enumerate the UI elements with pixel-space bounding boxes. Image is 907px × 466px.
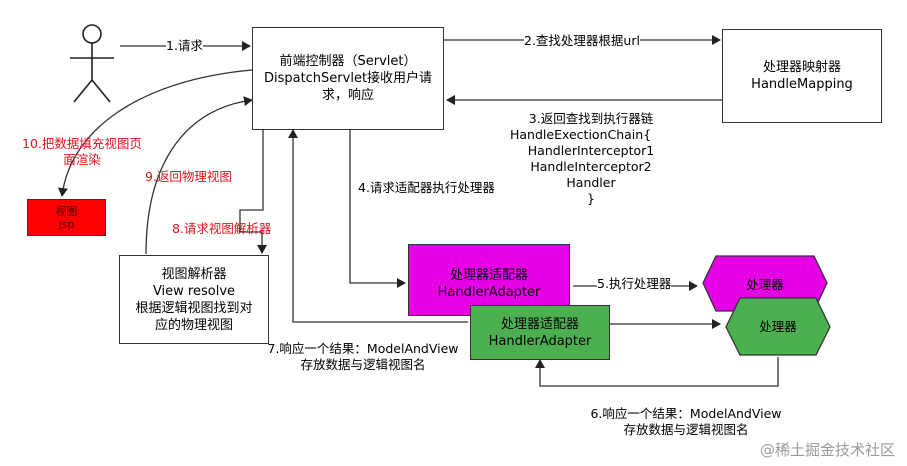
edge-label-7: 7.响应一个结果：ModelAndView 存放数据与逻辑视图名 xyxy=(263,341,463,373)
edge-label-6: 6.响应一个结果：ModelAndView 存放数据与逻辑视图名 xyxy=(586,406,786,438)
edge-label-10: 10.把数据填充视图页 面渲染 xyxy=(20,136,144,168)
view-resolver-line-1: 视图解析器 xyxy=(161,266,227,282)
handler-mapping-box: 处理器映射器 HandleMapping xyxy=(722,29,882,123)
edge-7-line-1: 7.响应一个结果：ModelAndView xyxy=(267,341,459,356)
handler-mapping-line-2: HandleMapping xyxy=(751,77,853,92)
arrow-6-model-and-view xyxy=(535,357,779,387)
edge-3-line-4: HandleInterceptor2 xyxy=(530,159,652,174)
arrow-8-request-view-resolver xyxy=(239,130,267,254)
adapter-front-line-2: HandlerAdapter xyxy=(488,333,592,349)
edge-6-line-1: 6.响应一个结果：ModelAndView xyxy=(590,406,782,421)
dispatcher-servlet-box: 前端控制器（Servlet） DispatchServlet接收用户请 求，响应 xyxy=(252,27,444,130)
edge-3-line-6: } xyxy=(587,191,595,206)
handler-mapping-line-1: 处理器映射器 xyxy=(762,60,841,75)
edge-label-9: 9.返回物理视图 xyxy=(145,169,232,184)
dispatcher-line-2: DispatchServlet接收用户请 xyxy=(263,71,433,86)
arrow-10-render-view xyxy=(58,69,253,197)
edge-label-4: 4.请求适配器执行处理器 xyxy=(358,180,495,195)
user-actor-icon xyxy=(70,24,114,103)
arrow-9-return-physical-view xyxy=(145,96,253,255)
dispatcher-line-1: 前端控制器（Servlet） xyxy=(279,54,417,69)
edge-label-2: 2.查找处理器根据url xyxy=(524,33,640,49)
handler-front-shape xyxy=(725,297,831,356)
edge-10-line-1: 10.把数据填充视图页 xyxy=(22,136,142,151)
handler-front-label: 处理器 xyxy=(759,319,797,334)
arrow-7-model-and-view xyxy=(288,129,468,323)
view-resolver-line-4: 应的物理视图 xyxy=(154,317,233,333)
view-jsp-box: 视图 jsp xyxy=(27,199,106,236)
edge-label-8: 8.请求视图解析器 xyxy=(172,221,272,236)
dispatcher-line-3: 求，响应 xyxy=(321,88,374,103)
view-resolver-box: 视图解析器 View resolve 根据逻辑视图找到对 应的物理视图 xyxy=(119,255,269,344)
view-jsp-line-2: jsp xyxy=(58,217,75,231)
edge-10-line-2: 面渲染 xyxy=(63,152,101,167)
edge-label-3: 3.返回查找到执行器链 HandleExectionChain{ Handler… xyxy=(506,111,676,207)
edge-7-line-2: 存放数据与逻辑视图名 xyxy=(300,357,426,372)
handler-adapter-front-box: 处理器适配器 HandlerAdapter xyxy=(470,305,610,360)
watermark: @稀土掘金技术社区 xyxy=(760,441,895,459)
arrow-4-request-adapter xyxy=(349,130,406,288)
edge-3-line-1: 3.返回查找到执行器链 xyxy=(528,111,654,126)
adapter-back-line-1: 处理器适配器 xyxy=(449,268,528,283)
adapter-back-line-2: HandlerAdapter xyxy=(437,285,541,300)
edge-3-line-3: HandlerInterceptor1 xyxy=(527,143,655,158)
edge-3-line-2: HandleExectionChain{ xyxy=(510,127,652,142)
edge-label-5: 5.执行处理器 xyxy=(597,276,672,292)
edge-6-line-2: 存放数据与逻辑视图名 xyxy=(623,422,749,437)
edge-3-line-5: Handler xyxy=(566,175,616,190)
view-jsp-line-1: 视图 xyxy=(55,204,78,218)
adapter-front-line-1: 处理器适配器 xyxy=(500,316,579,332)
view-resolver-line-2: View resolve xyxy=(152,283,236,299)
handler-back-label: 处理器 xyxy=(746,277,784,292)
handler-adapter-back-box: 处理器适配器 HandlerAdapter xyxy=(408,244,570,316)
view-resolver-line-3: 根据逻辑视图找到对 xyxy=(135,300,253,316)
edge-label-1: 1.请求 xyxy=(166,38,203,54)
